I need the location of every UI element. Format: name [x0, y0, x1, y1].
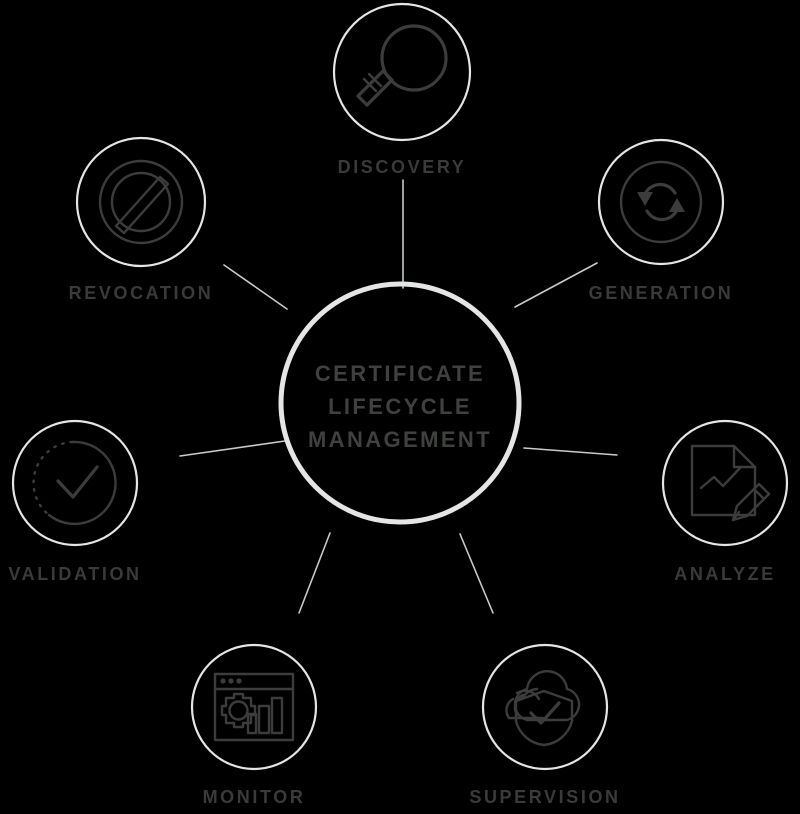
generation-label: GENERATION [589, 283, 734, 303]
connector-hub-to-monitor [298, 532, 331, 614]
generation-ring [597, 138, 725, 266]
hub-label-line-3: MANAGEMENT [308, 427, 492, 452]
dashed-circle-check-icon [32, 440, 117, 526]
node-discovery[interactable]: DISCOVERY [332, 2, 472, 177]
refresh-cycle-icon [619, 160, 703, 244]
node-revocation[interactable]: REVOCATION [69, 136, 214, 303]
revocation-label: REVOCATION [69, 283, 214, 303]
discovery-label: DISCOVERY [338, 157, 467, 177]
validation-ring [11, 419, 139, 547]
connector-hub-to-validation [179, 440, 286, 457]
node-supervision[interactable]: SUPERVISION [469, 643, 620, 807]
supervision-ring [481, 643, 609, 771]
monitor-ring [190, 643, 318, 771]
node-analyze[interactable]: ANALYZE [661, 419, 789, 584]
discovery-ring [332, 2, 472, 142]
hub-ring [278, 281, 522, 525]
node-monitor[interactable]: MONITOR [190, 643, 318, 807]
connector-hub-to-supervision [459, 533, 494, 614]
hub-node[interactable]: CERTIFICATE LIFECYCLE MANAGEMENT [278, 281, 522, 525]
hub-label-line-1: CERTIFICATE [315, 361, 485, 386]
cloud-shield-check-icon [505, 670, 581, 747]
node-generation[interactable]: GENERATION [589, 138, 734, 303]
analyze-ring [661, 419, 789, 547]
connector-hub-to-generation [514, 262, 598, 308]
supervision-label: SUPERVISION [469, 787, 620, 807]
magnifying-glass-icon [356, 24, 448, 107]
connector-hub-to-revocation [223, 264, 288, 310]
connector-hub-to-analyze [523, 447, 618, 456]
browser-gear-bars-icon [213, 672, 295, 742]
validation-label: VALIDATION [8, 564, 141, 584]
revocation-ring [75, 136, 207, 268]
node-validation[interactable]: VALIDATION [8, 419, 141, 584]
analyze-label: ANALYZE [674, 564, 776, 584]
monitor-label: MONITOR [203, 787, 306, 807]
prohibited-sign-icon [98, 159, 184, 245]
hub-label-line-2: LIFECYCLE [328, 394, 472, 419]
document-chart-pencil-icon [690, 444, 771, 522]
connector-group [179, 179, 618, 614]
